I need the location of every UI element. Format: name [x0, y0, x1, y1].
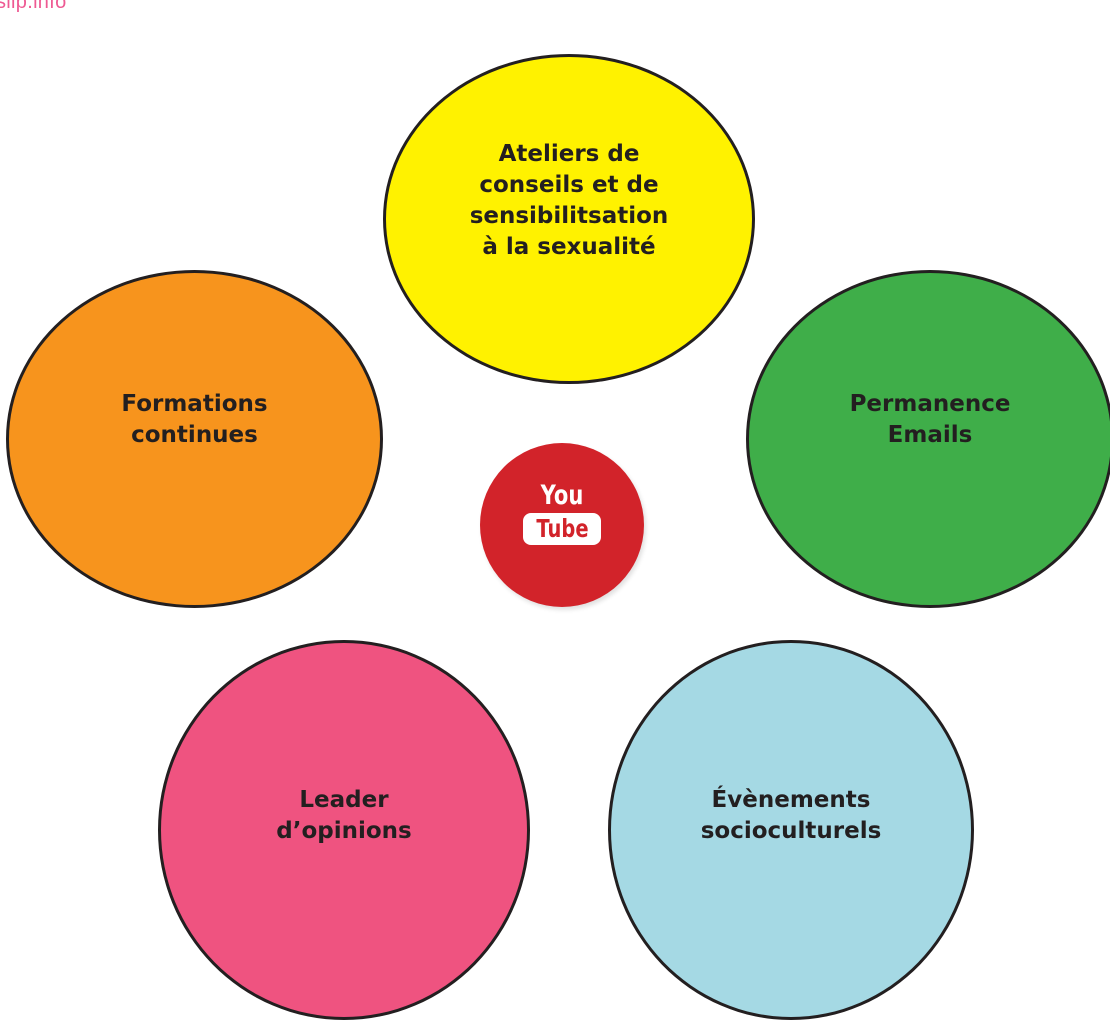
youtube-logo-text-you: You — [540, 480, 584, 511]
label-line: Formations — [121, 391, 268, 417]
label-line: continues — [131, 422, 258, 448]
label-line: Évènements — [711, 786, 871, 813]
bubble-leader: Leader d’opinions — [158, 640, 530, 1020]
bubble-label-ateliers: Ateliers de conseils et de sensibilitsat… — [470, 139, 669, 263]
bubble-label-formations: Formations continues — [121, 389, 267, 451]
label-line: à la sexualité — [482, 234, 656, 260]
youtube-icon[interactable]: You Tube — [480, 443, 644, 607]
label-line: Leader — [299, 786, 389, 813]
label-line: conseils et de — [479, 172, 659, 198]
site-url[interactable]: slip.info — [0, 0, 67, 13]
bubble-label-evenements: Évènements socioculturels — [701, 785, 882, 847]
label-line: Permanence — [849, 391, 1011, 417]
label-line: Ateliers de — [498, 141, 640, 167]
label-line: Emails — [887, 422, 973, 448]
bubble-label-permanence: Permanence Emails — [850, 389, 1011, 451]
label-line: d’opinions — [276, 817, 412, 844]
label-line: sensibilitsation — [469, 203, 669, 229]
bubble-ateliers: Ateliers de conseils et de sensibilitsat… — [383, 54, 755, 384]
bubble-formations: Formations continues — [6, 270, 383, 608]
youtube-logo-tube-box: Tube — [523, 513, 601, 545]
bubble-permanence: Permanence Emails — [746, 270, 1110, 608]
label-line: socioculturels — [700, 817, 882, 844]
bubble-evenements: Évènements socioculturels — [608, 640, 974, 1020]
bubble-label-leader: Leader d’opinions — [276, 785, 411, 847]
youtube-logo-text-tube: Tube — [535, 514, 589, 543]
